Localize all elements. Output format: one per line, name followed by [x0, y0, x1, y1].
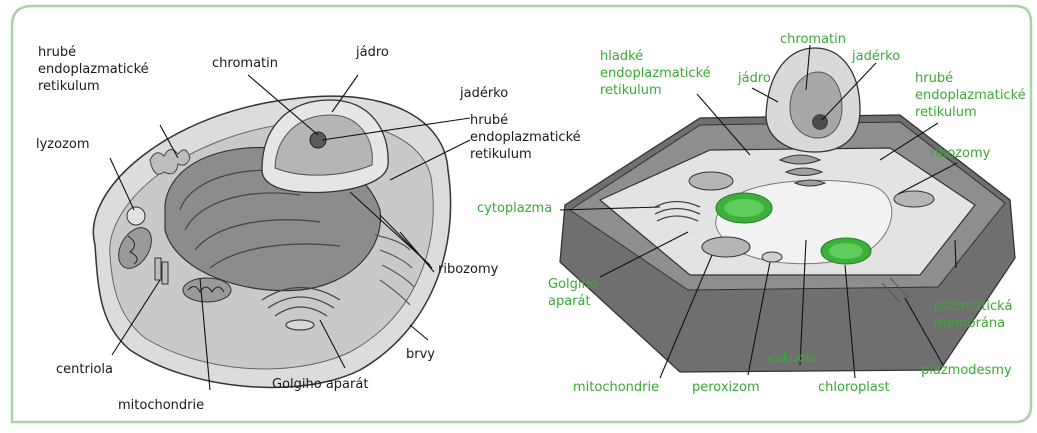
label-animal-rough-er-top: hrubé endoplazmatické retikulum	[38, 44, 149, 95]
label-animal-nucleolus: jadérko	[460, 85, 508, 102]
label-plant-nucleus: jádro	[738, 70, 771, 87]
label-animal-mitochondria: mitochondrie	[118, 397, 204, 414]
label-animal-nucleus: jádro	[356, 44, 389, 61]
label-animal-ribosomes: ribozomy	[438, 261, 498, 278]
label-plant-golgi: Golgiho aparát	[548, 276, 598, 310]
label-animal-lysosome: lyzozom	[36, 136, 90, 153]
label-plant-ribosomes: ribozomy	[930, 145, 990, 162]
plant-peroxisome	[762, 252, 782, 262]
label-plant-peroxisome: peroxizom	[692, 379, 760, 396]
label-animal-centriole: centriola	[56, 361, 113, 378]
label-plant-chromatin: chromatin	[780, 31, 846, 48]
animal-cell	[93, 96, 450, 387]
label-animal-chromatin: chromatin	[212, 55, 278, 72]
label-plant-cytoplasm: cytoplazma	[477, 200, 552, 217]
label-plant-smooth-er: hladké endoplazmatické retikulum	[600, 48, 711, 99]
label-animal-rough-er-right: hrubé endoplazmatické retikulum	[470, 112, 581, 163]
animal-centriole	[155, 258, 168, 284]
animal-lysosome	[127, 207, 145, 225]
label-plant-chloroplast: chloroplast	[818, 379, 890, 396]
label-plant-plasmodesmata: plazmodesmy	[921, 362, 1012, 379]
label-plant-rough-er: hrubé endoplazmatické retikulum	[915, 70, 1026, 121]
plant-nucleus	[766, 48, 860, 152]
label-plant-plasma-membrane: plazmatická membrána	[934, 298, 1012, 332]
plant-mitochondria	[689, 172, 733, 190]
label-plant-mitochondria: mitochondrie	[573, 379, 659, 396]
label-plant-vacuole: vakuola	[767, 350, 818, 367]
label-animal-golgi: Golgiho aparát	[272, 376, 368, 393]
label-plant-nucleolus: jadérko	[852, 48, 900, 65]
label-animal-cilia: brvy	[406, 346, 435, 363]
